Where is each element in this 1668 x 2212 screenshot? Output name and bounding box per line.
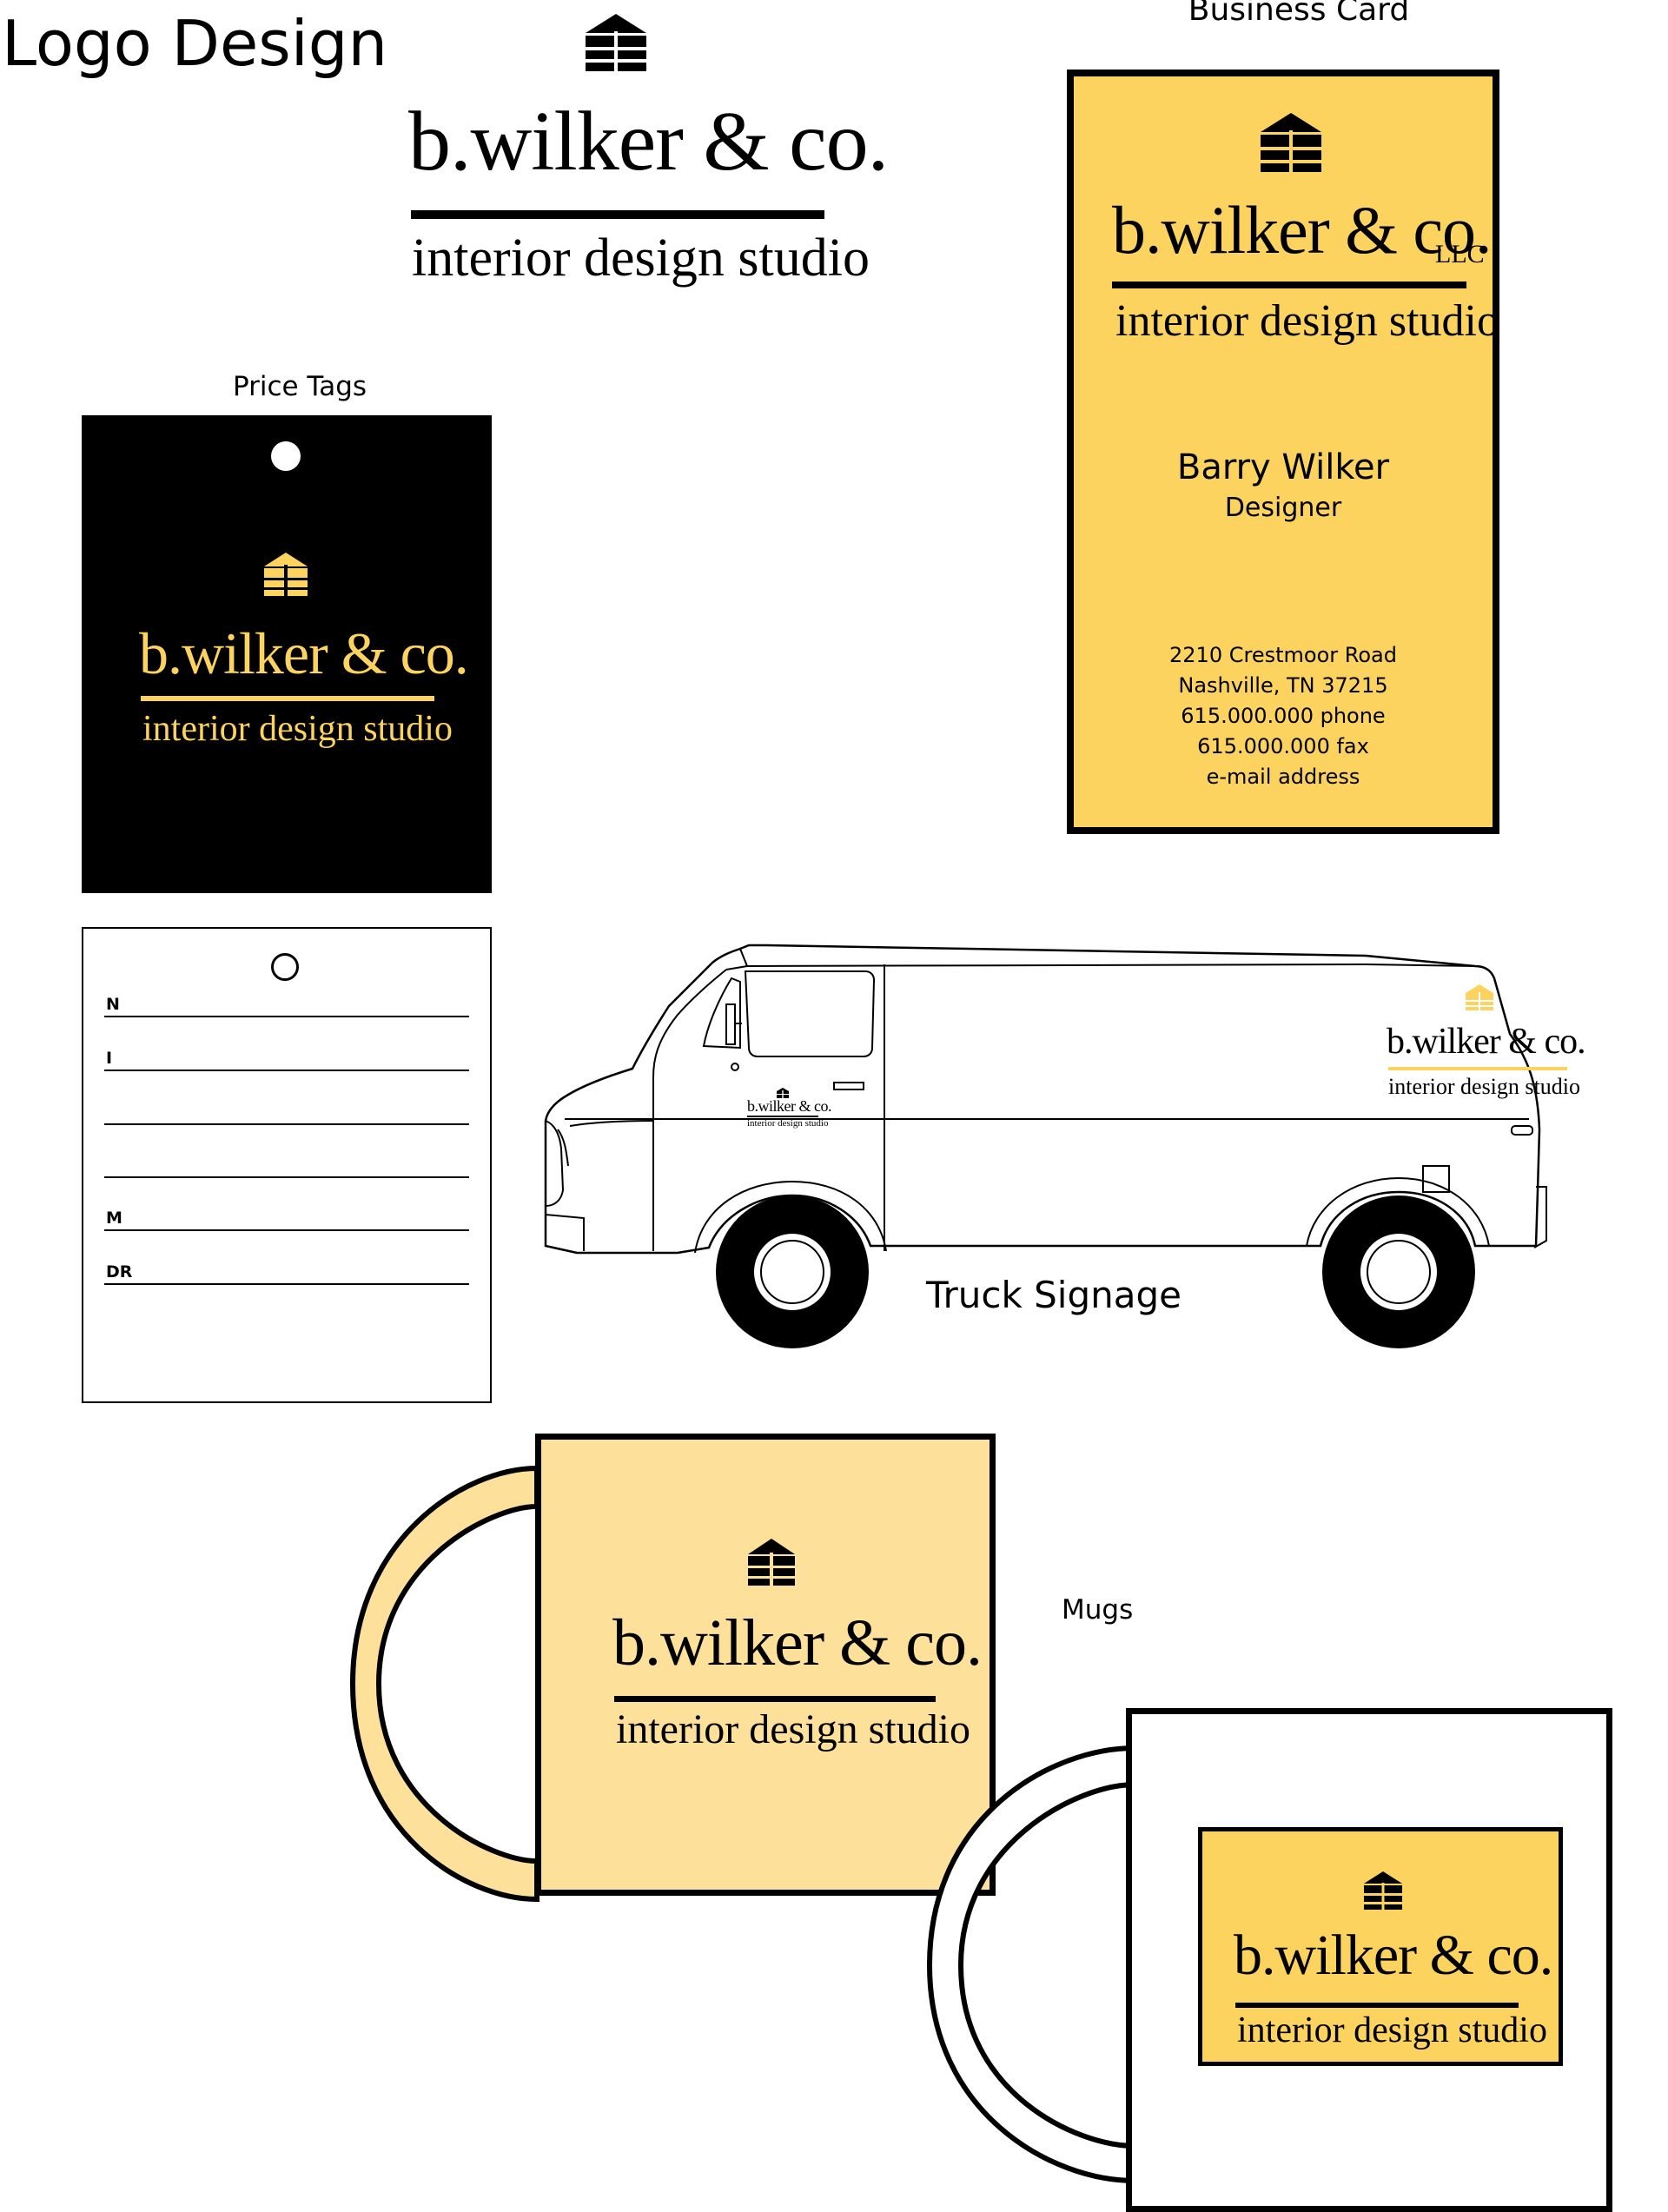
tag-field-line bbox=[104, 1070, 469, 1071]
van-door-wordmark: b.wilker & co. bbox=[747, 1097, 831, 1115]
card-address-line2: Nashville, TN 37215 bbox=[1178, 673, 1388, 698]
tag-field-line bbox=[104, 1176, 469, 1178]
house-window-icon bbox=[748, 1539, 795, 1586]
business-card: b.wilker & co. LLC interior design studi… bbox=[1067, 70, 1499, 834]
logo-underline bbox=[411, 210, 824, 219]
logo-wordmark: b.wilker & co. bbox=[408, 95, 889, 189]
house-window-icon bbox=[1261, 113, 1321, 172]
card-address-line1: 2210 Crestmoor Road bbox=[1169, 643, 1397, 667]
truck-signage-heading: Truck Signage bbox=[926, 1274, 1182, 1316]
card-wordmark: b.wilker & co. bbox=[1112, 192, 1493, 268]
mug-underline bbox=[1235, 2003, 1519, 2008]
tag-field-line bbox=[104, 1123, 469, 1125]
tag-field-line bbox=[104, 1283, 469, 1285]
mug-label-panel: b.wilker & co. interior design studio bbox=[1198, 1827, 1563, 2066]
mug-yellow: b.wilker & co. interior design studio bbox=[535, 1434, 996, 1896]
mug-handle-yellow bbox=[349, 1465, 539, 1903]
card-person-name: Barry Wilker bbox=[1176, 447, 1390, 487]
van-side-tagline: interior design studio bbox=[1388, 1074, 1580, 1099]
mug-wordmark: b.wilker & co. bbox=[1234, 1924, 1553, 1987]
price-tag-blank: N I M DR bbox=[82, 927, 492, 1403]
house-window-icon bbox=[264, 553, 308, 596]
card-fax: 615.000.000 fax bbox=[1197, 734, 1369, 758]
house-window-icon bbox=[1364, 1871, 1402, 1910]
van-side-underline bbox=[1388, 1067, 1567, 1070]
mug-tagline: interior design studio bbox=[616, 1706, 970, 1752]
logo-tagline: interior design studio bbox=[412, 228, 870, 288]
mugs-heading: Mugs bbox=[1062, 1594, 1134, 1626]
mug-tagline: interior design studio bbox=[1237, 2010, 1547, 2050]
tag-tagline: interior design studio bbox=[142, 709, 453, 749]
tag-field-label: N bbox=[106, 995, 120, 1014]
van-side-wordmark: b.wilker & co. bbox=[1387, 1022, 1586, 1062]
house-window-icon bbox=[1466, 984, 1493, 1010]
business-card-heading: Business Card bbox=[1188, 0, 1410, 28]
van-door-tagline: interior design studio bbox=[747, 1118, 829, 1129]
tag-hole bbox=[271, 441, 301, 471]
house-window-icon bbox=[777, 1088, 789, 1098]
van-door-logo: b.wilker & co. interior design studio bbox=[744, 1088, 831, 1149]
card-llc: LLC bbox=[1435, 240, 1485, 268]
van-door-underline bbox=[747, 1116, 818, 1117]
van-illustration bbox=[544, 944, 1547, 1348]
card-tagline: interior design studio bbox=[1115, 296, 1499, 346]
mug-underline bbox=[614, 1696, 936, 1702]
tag-underline bbox=[141, 696, 434, 701]
tag-hole bbox=[271, 953, 299, 981]
tag-field-label: M bbox=[106, 1209, 122, 1228]
card-email: e-mail address bbox=[1206, 765, 1360, 789]
house-window-icon bbox=[586, 14, 646, 71]
main-logo: b.wilker & co. interior design studio bbox=[408, 12, 889, 299]
card-underline bbox=[1112, 281, 1466, 288]
card-person-title: Designer bbox=[1224, 493, 1342, 523]
tag-wordmark: b.wilker & co. bbox=[139, 620, 469, 686]
mug-white: b.wilker & co. interior design studio bbox=[1126, 1708, 1612, 2212]
tag-field-line bbox=[104, 1016, 469, 1017]
tag-field-line bbox=[104, 1229, 469, 1231]
van-side-logo: b.wilker & co. interior design studio bbox=[1387, 983, 1586, 1105]
card-phone: 615.000.000 phone bbox=[1181, 704, 1386, 728]
mug-handle-white bbox=[926, 1745, 1137, 2184]
tag-field-label: I bbox=[106, 1049, 113, 1068]
mug-wordmark: b.wilker & co. bbox=[612, 1606, 983, 1679]
price-tag-black: b.wilker & co. interior design studio bbox=[82, 415, 492, 893]
price-tags-heading: Price Tags bbox=[232, 371, 367, 402]
logo-design-heading: Logo Design bbox=[2, 7, 388, 80]
tag-field-label: DR bbox=[106, 1262, 133, 1282]
